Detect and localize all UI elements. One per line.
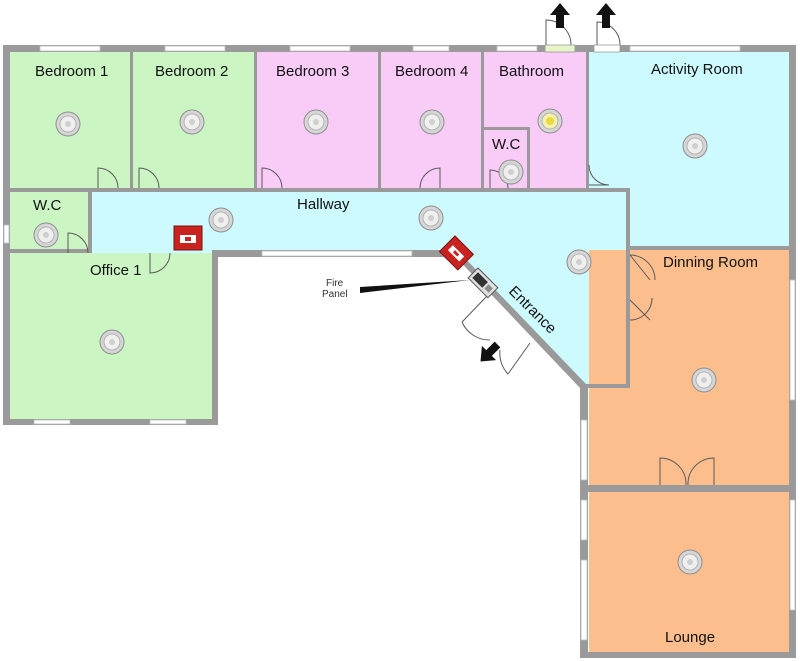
exit-arrow-icon xyxy=(596,3,616,28)
smoke-detector-icon xyxy=(691,367,717,393)
label-activity-room: Activity Room xyxy=(651,61,743,78)
label-bathroom: Bathroom xyxy=(499,63,564,80)
heat-detector-icon xyxy=(537,108,563,134)
label-hallway: Hallway xyxy=(297,196,350,213)
label-fire-panel-2: Panel xyxy=(322,289,348,300)
manual-call-point-icon xyxy=(173,225,203,251)
smoke-detector-icon xyxy=(418,205,444,231)
office-door xyxy=(149,252,171,274)
dining-room-floor xyxy=(589,250,789,486)
smoke-detector-icon xyxy=(419,109,445,135)
entrance-door-left xyxy=(461,294,491,341)
windows xyxy=(3,45,796,641)
room-floors xyxy=(10,52,789,652)
smoke-detector-icon xyxy=(33,222,59,248)
wc-left-door xyxy=(67,232,89,254)
smoke-detector-icon xyxy=(682,133,708,159)
label-dining-room: Dinning Room xyxy=(663,254,758,271)
rear-exit-threshold xyxy=(544,44,576,53)
label-wc-left: W.C xyxy=(33,197,61,214)
entrance-door-right xyxy=(499,342,531,375)
hallway-entrance-floor xyxy=(92,191,629,387)
smoke-detector-icon xyxy=(179,109,205,135)
label-bedroom-1: Bedroom 1 xyxy=(35,63,108,80)
activity-room-door xyxy=(588,164,610,186)
rear-exit-door-right xyxy=(596,21,621,46)
label-fire-panel-1: Fire xyxy=(326,278,344,289)
smoke-detector-icon xyxy=(208,207,234,233)
smoke-detector-icon xyxy=(566,249,592,275)
label-bedroom-4: Bedroom 4 xyxy=(395,63,468,80)
rear-exit-threshold-2 xyxy=(593,44,621,53)
fire-panel-icon xyxy=(467,267,499,299)
label-bedroom-2: Bedroom 2 xyxy=(155,63,228,80)
smoke-detector-icon xyxy=(99,329,125,355)
lounge-double-door xyxy=(659,457,715,486)
label-wc-bath: W.C xyxy=(492,136,520,153)
bedroom-1-door xyxy=(97,167,119,189)
manual-call-point-icon xyxy=(438,235,475,271)
bedroom-2-door xyxy=(138,167,160,189)
label-bedroom-3: Bedroom 3 xyxy=(276,63,349,80)
label-lounge: Lounge xyxy=(665,629,715,646)
bedroom-4-door xyxy=(419,167,441,189)
smoke-detector-icon xyxy=(498,159,524,185)
label-office: Office 1 xyxy=(90,262,141,279)
smoke-detector-icon xyxy=(677,549,703,575)
fire-panel-pointer xyxy=(360,280,470,293)
smoke-detector-icon xyxy=(55,111,81,137)
smoke-detector-icon xyxy=(303,109,329,135)
bedroom-3-door xyxy=(261,167,283,189)
exit-arrow-icon xyxy=(550,3,570,28)
exit-arrow-icon xyxy=(480,341,501,362)
dining-room-door xyxy=(629,254,656,321)
